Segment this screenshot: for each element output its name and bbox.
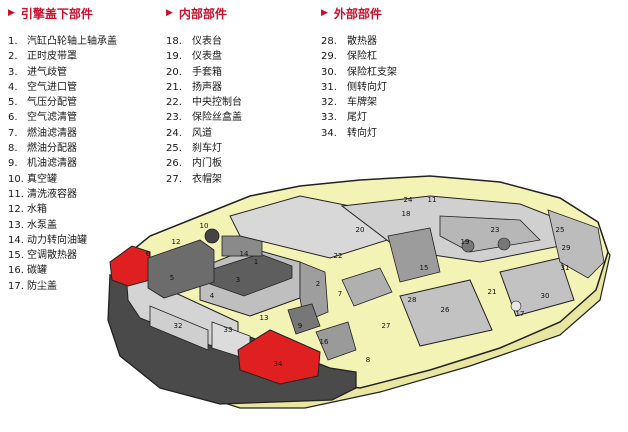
canister [315, 321, 357, 361]
callout-number-29: 29 [562, 244, 571, 252]
list-item: 9.机油滤清器 [8, 158, 77, 170]
list-item: 7.燃油滤清器 [8, 127, 77, 139]
callout-number-layer: 1234567891011121314151617181920212223242… [146, 196, 571, 368]
list-item: 22.中央控制台 [166, 97, 242, 109]
callout-number-32: 32 [174, 322, 183, 330]
callout-number-5: 5 [170, 274, 174, 282]
callout-number-34: 34 [274, 360, 283, 368]
list-item: 27.衣帽架 [166, 173, 222, 185]
engine-bay-parts-list: 1.汽缸凸轮轴上轴承盖 2.正时皮带罩 3.进气歧管 4.空气进口管 5.气压分… [8, 34, 117, 294]
callout-number-4: 4 [210, 292, 215, 300]
section-interior: ▶ 内部部件 18.仪表台 19.仪表盘 20.手套箱 21.扬声器 22.中央… [166, 4, 242, 187]
section-engine-bay: ▶ 引擎盖下部件 1.汽缸凸轮轴上轴承盖 2.正时皮带罩 3.进气歧管 4.空气… [8, 4, 117, 294]
callout-number-7: 7 [338, 290, 342, 298]
section-exterior: ▶ 外部部件 28.散热器 29.保险杠 30.保险杠支架 31.侧转向灯 32… [321, 4, 397, 141]
callout-number-30: 30 [541, 292, 550, 300]
list-item: 4.空气进口管 [8, 81, 77, 93]
section-title-text: 引擎盖下部件 [20, 6, 93, 21]
list-item: 20.手套箱 [166, 66, 222, 78]
list-item: 8.燃油分配器 [8, 143, 77, 155]
callout-number-31: 31 [561, 264, 570, 272]
list-item: 13.水泵盖 [8, 219, 57, 231]
list-item: 17.防尘盖 [8, 280, 57, 292]
callout-number-22: 22 [334, 252, 343, 260]
callout-number-9: 9 [298, 322, 302, 330]
list-item: 21.扬声器 [166, 81, 222, 93]
callout-number-11: 11 [428, 196, 437, 204]
section-title-engine-bay: ▶ 引擎盖下部件 [8, 4, 117, 22]
callout-number-8: 8 [366, 356, 370, 364]
callout-number-26: 26 [441, 306, 450, 314]
callout-number-27: 27 [382, 322, 391, 330]
inner-door-panel [399, 279, 493, 347]
list-item: 5.气压分配管 [8, 97, 77, 109]
callout-number-18: 18 [402, 210, 411, 218]
list-item: 10.真空罐 [8, 173, 57, 185]
right-tail-lamp [237, 329, 321, 385]
list-item: 23.保险丝盒盖 [166, 112, 242, 124]
front-bumper-area [547, 209, 605, 279]
list-item: 26.内门板 [166, 158, 222, 170]
callout-number-28: 28 [408, 296, 417, 304]
callout-number-24: 24 [404, 196, 413, 204]
triangle-bullet-icon: ▶ [321, 8, 328, 18]
brake-booster [287, 303, 321, 335]
exterior-parts-list: 28.散热器 29.保险杠 30.保险杠支架 31.侧转向灯 32.车牌架 33… [321, 34, 397, 141]
list-item: 12.水箱 [8, 204, 47, 216]
callout-number-19: 19 [461, 238, 470, 246]
callout-number-15: 15 [420, 264, 429, 272]
section-title-text: 内部部件 [178, 6, 227, 21]
battery-area [341, 267, 393, 307]
list-item: 25.刹车灯 [166, 143, 222, 155]
list-item: 19.仪表盘 [166, 51, 222, 63]
list-item: 32.车牌架 [321, 97, 377, 109]
list-item: 11.清洗液容器 [8, 188, 77, 200]
callout-number-12: 12 [172, 238, 181, 246]
list-item: 18.仪表台 [166, 36, 222, 47]
interior-parts-list: 18.仪表台 19.仪表盘 20.手套箱 21.扬声器 22.中央控制台 23.… [166, 34, 242, 187]
list-item: 6.空气滤清管 [8, 112, 77, 124]
callout-number-17: 17 [516, 310, 525, 318]
callout-number-1: 1 [254, 258, 258, 266]
callout-number-16: 16 [320, 338, 329, 346]
section-title-interior: ▶ 内部部件 [166, 4, 242, 22]
front-turn-lamp [510, 300, 522, 312]
callout-number-33: 33 [224, 326, 233, 334]
list-item: 3.进气歧管 [8, 66, 67, 78]
vacuum-tank [204, 228, 220, 244]
license-plate-area [149, 305, 209, 351]
air-filter-box [147, 239, 215, 299]
callout-number-23: 23 [491, 226, 500, 234]
list-item: 33.尾灯 [321, 112, 367, 124]
callout-number-20: 20 [356, 226, 365, 234]
list-item: 29.保险杠 [321, 51, 377, 63]
list-item: 31.侧转向灯 [321, 81, 387, 93]
callout-number-14: 14 [240, 250, 249, 258]
list-item: 14.动力转向油罐 [8, 234, 87, 246]
list-item: 34.转向灯 [321, 127, 377, 139]
list-item: 2.正时皮带罩 [8, 51, 77, 63]
callout-number-13: 13 [260, 314, 269, 322]
section-title-text: 外部部件 [333, 6, 382, 21]
speaker-left [461, 239, 475, 253]
callout-number-6: 6 [146, 250, 151, 258]
speaker-right [497, 237, 511, 251]
triangle-bullet-icon: ▶ [8, 8, 15, 18]
callout-number-2: 2 [316, 280, 320, 288]
callout-number-21: 21 [488, 288, 497, 296]
list-item: 15.空调散热器 [8, 250, 77, 262]
center-console [387, 227, 441, 283]
callout-number-25: 25 [556, 226, 565, 234]
triangle-bullet-icon: ▶ [166, 8, 173, 18]
list-item: 28.散热器 [321, 36, 377, 47]
list-item: 30.保险杠支架 [321, 66, 397, 78]
callout-number-3: 3 [236, 276, 240, 284]
list-item: 1.汽缸凸轮轴上轴承盖 [8, 36, 117, 47]
list-item: 16.碳罐 [8, 265, 47, 277]
list-item: 24.风道 [166, 127, 212, 139]
section-title-exterior: ▶ 外部部件 [321, 4, 397, 22]
callout-number-10: 10 [200, 222, 209, 230]
